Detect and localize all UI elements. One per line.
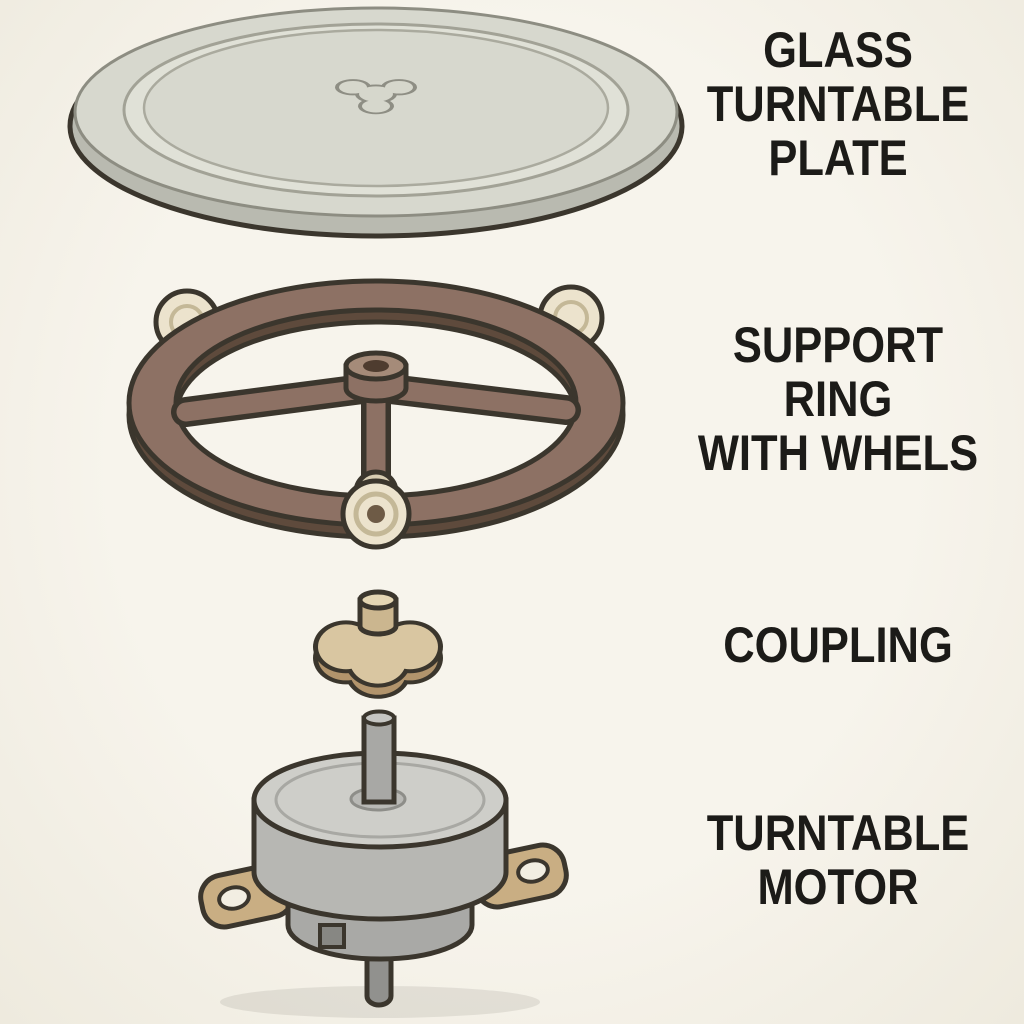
tab-hole-left: [217, 885, 251, 911]
coupling-stub: [357, 589, 399, 637]
label-glass-turntable-plate: GLASS TURNTABLE PLATE: [706, 22, 970, 186]
label-turntable-motor: TURNTABLE MOTOR: [706, 805, 970, 915]
label-support-ring-with-whels: SUPPORT RING WITH WHELS: [697, 317, 979, 481]
motor-bottom-shaft: [364, 947, 394, 1008]
turntable-motor-illustration: [198, 709, 569, 1018]
support-ring-illustration: [126, 278, 626, 550]
plate-center-coupler-imprint: [335, 79, 417, 115]
coupling-base: [313, 620, 443, 699]
support-wheel-front: [340, 469, 412, 550]
coupling-illustration: [313, 589, 443, 699]
motor-top-shaft: [361, 709, 397, 805]
motor-connector-notch: [318, 923, 346, 949]
glass-plate-illustration: [67, 6, 685, 239]
ring-hub: [343, 350, 409, 404]
tab-hole-right: [516, 858, 550, 884]
label-coupling: COUPLING: [723, 617, 953, 673]
